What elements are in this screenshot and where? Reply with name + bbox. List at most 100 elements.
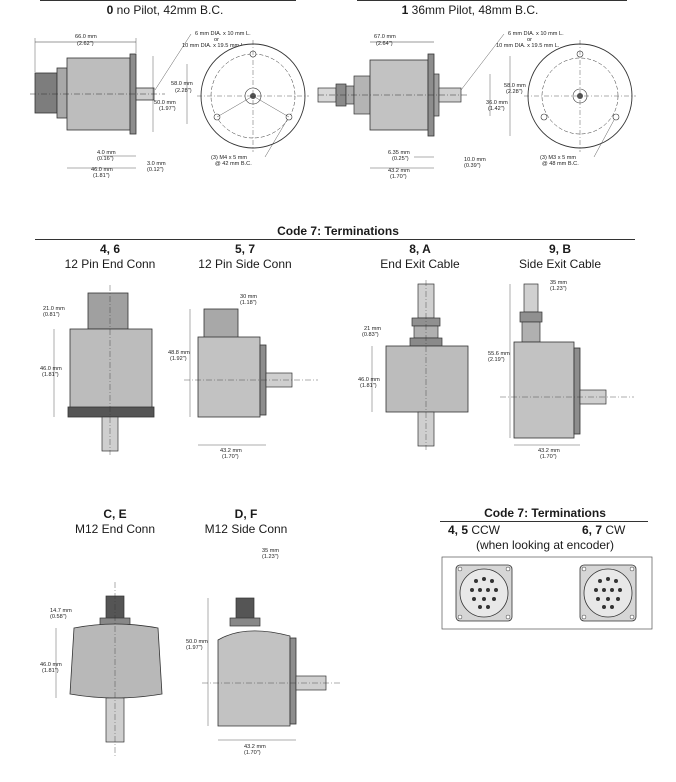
term-code-4: 9, B (548, 242, 571, 256)
term-1-drawing: 21.0 mm(0.81") 46.0 mm(1.81") (40, 285, 155, 455)
svg-text:(2.19"): (2.19") (488, 357, 505, 363)
variant-0-code: 0 (106, 3, 114, 17)
pinout-cw-connector (579, 564, 637, 622)
pinout-cw-code: 6, 7 (582, 523, 603, 537)
pinout-title: Code 7: Terminations (484, 506, 606, 520)
svg-text:(1.70"): (1.70") (540, 454, 557, 460)
svg-text:(1.70"): (1.70") (244, 750, 261, 756)
dim-635-in: (0.25") (392, 156, 409, 162)
term-3-drawing: 21 mm(0.83") 46.0 mm(1.81") (358, 280, 469, 450)
pinout-cw-label: 6, 7 CW (582, 523, 625, 537)
dim-10: 10.0 mm (464, 157, 486, 163)
svg-text:(1.81"): (1.81") (42, 668, 59, 674)
svg-text:48.8 mm: 48.8 mm (168, 350, 190, 356)
r-dim-58-in: (2.28") (506, 89, 523, 95)
term-code-6: D, F (234, 507, 258, 521)
r-holes-2: @ 48 mm B.C. (542, 161, 579, 167)
dim-46: 46.0 mm (91, 167, 113, 173)
svg-text:(1.97"): (1.97") (186, 645, 203, 651)
dim-4: 4.0 mm (97, 150, 116, 156)
term-desc-4: Side Exit Cable (518, 257, 602, 271)
dim-3-in: (0.12") (147, 167, 164, 173)
svg-text:35 mm: 35 mm (550, 280, 567, 286)
variant-1-code: 1 (401, 3, 409, 17)
dim-50-in: (1.97") (159, 106, 176, 112)
svg-text:50.0 mm: 50.0 mm (186, 639, 208, 645)
dim-66-in: (2.62") (77, 41, 94, 47)
dim-50: 50.0 mm (154, 100, 176, 106)
term-2-drawing: 30 mm(1.18") 48.8 mm(1.92") 43.2 mm(1.70… (168, 294, 318, 460)
pinout-ccw-code: 4, 5 (448, 523, 469, 537)
svg-text:(0.83"): (0.83") (362, 332, 379, 338)
svg-text:(1.70"): (1.70") (222, 454, 239, 460)
svg-text:(1.23"): (1.23") (550, 286, 567, 292)
dim-432-in: (1.70") (390, 174, 407, 180)
svg-text:30 mm: 30 mm (240, 294, 257, 300)
svg-text:(1.81"): (1.81") (42, 372, 59, 378)
term-desc-5: M12 End Conn (74, 522, 156, 536)
r-holes-1: (3) M3 x 5 mm (540, 155, 576, 161)
shaft-or: or (214, 37, 219, 43)
term-6-drawing: 35 mm(1.23") 50.0 mm(1.97") 43.2 mm(1.70… (186, 548, 342, 756)
dim-4-in: (0.16") (97, 156, 114, 162)
terminations-rule (35, 239, 635, 240)
r-dim-58: 58.0 mm (504, 83, 526, 89)
svg-text:(1.81"): (1.81") (360, 383, 377, 389)
r-shaft-or: or (527, 37, 532, 43)
pinout-ccw-text: CCW (468, 523, 501, 537)
svg-text:(1.18"): (1.18") (240, 300, 257, 306)
top-rule-left (40, 0, 296, 1)
r-shaft-dia-1: 6 mm DIA. x 10 mm L. (508, 31, 564, 37)
term-code-5: C, E (103, 507, 127, 521)
holes-2: @ 42 mm B.C. (215, 161, 252, 167)
dim-36-in: (1.42") (488, 106, 505, 112)
svg-text:(0.58"): (0.58") (50, 614, 67, 620)
svg-text:35 mm: 35 mm (262, 548, 279, 554)
svg-text:(1.23"): (1.23") (262, 554, 279, 560)
dim-67-in: (2.64") (376, 41, 393, 47)
svg-text:55.6 mm: 55.6 mm (488, 351, 510, 357)
svg-text:21.0 mm: 21.0 mm (43, 306, 65, 312)
svg-text:43.2 mm: 43.2 mm (538, 448, 560, 454)
svg-text:43.2 mm: 43.2 mm (220, 448, 242, 454)
term-desc-3: End Exit Cable (380, 257, 460, 271)
variant-0-connector (34, 72, 58, 114)
svg-text:46.0 mm: 46.0 mm (40, 366, 62, 372)
svg-text:14.7 mm: 14.7 mm (50, 608, 72, 614)
pinout-cw-text: CW (602, 523, 626, 537)
holes-1: (3) M4 x 5 mm (211, 155, 247, 161)
variant-0-drawing: 66.0 mm (2.62") 6 mm DIA. x 10 mm L. or … (30, 31, 309, 179)
term-code-2: 5, 7 (234, 242, 255, 256)
svg-text:21 mm: 21 mm (364, 326, 381, 332)
term-code-1: 4, 6 (99, 242, 120, 256)
term-desc-2: 12 Pin Side Conn (198, 257, 292, 271)
shaft-dia-1: 6 mm DIA. x 10 mm L. (195, 31, 251, 37)
svg-text:43.2 mm: 43.2 mm (244, 744, 266, 750)
r-shaft-dia-2: 10 mm DIA. x 19.5 mm L. (496, 43, 560, 49)
pinout-rule (440, 521, 648, 522)
dim-36: 36.0 mm (486, 100, 508, 106)
variant-1-desc: 36mm Pilot, 48mm B.C. (408, 3, 539, 17)
svg-text:46.0 mm: 46.0 mm (358, 377, 380, 383)
term-5-drawing: 14.7 mm(0.58") 46.0 mm(1.81") (40, 582, 163, 757)
term-4-drawing: 35 mm(1.23") 55.6 mm(2.19") 43.2 mm(1.70… (488, 280, 634, 460)
variant-1-drawing: 67.0 mm (2.64") 6 mm DIA. x 10 mm L. or … (317, 31, 636, 180)
dim-10-in: (0.39") (464, 163, 481, 169)
dim-67: 67.0 mm (374, 34, 396, 40)
dim-58-in: (2.28") (175, 88, 192, 94)
svg-text:(1.92"): (1.92") (170, 356, 187, 362)
dim-3: 3.0 mm (147, 161, 166, 167)
pinout-diagram (441, 556, 653, 630)
dim-432: 43.2 mm (388, 168, 410, 174)
top-rule-right (357, 0, 627, 1)
term-desc-6: M12 Side Conn (204, 522, 288, 536)
term-code-3: 8, A (409, 242, 431, 256)
variant-0-desc: no Pilot, 42mm B.C. (113, 3, 224, 17)
pinout-ccw-label: 4, 5 CCW (448, 523, 500, 537)
